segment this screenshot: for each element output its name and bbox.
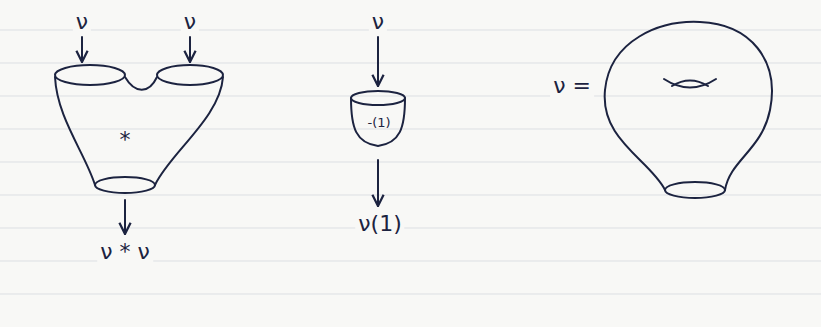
map-arrow xyxy=(189,37,191,62)
symbol-label: ν xyxy=(73,10,91,34)
surface-label: * xyxy=(120,129,131,151)
cap-surface: -(1) xyxy=(346,88,410,154)
surface-outline xyxy=(45,58,235,198)
map-arrow xyxy=(124,200,126,234)
symbol-label: ν xyxy=(181,10,199,34)
symbol-label: ν(1) xyxy=(355,212,404,236)
genus-one-surface xyxy=(605,22,772,198)
map-arrow xyxy=(81,37,83,62)
pair-of-pants-surface: * xyxy=(45,58,235,198)
map-arrow xyxy=(377,160,379,206)
symbol-label: ν xyxy=(369,10,387,34)
symbol-label: ν = xyxy=(550,74,594,98)
symbol-label: ν * ν xyxy=(97,240,153,264)
map-arrow xyxy=(377,37,379,86)
surface-label: -(1) xyxy=(367,116,390,129)
